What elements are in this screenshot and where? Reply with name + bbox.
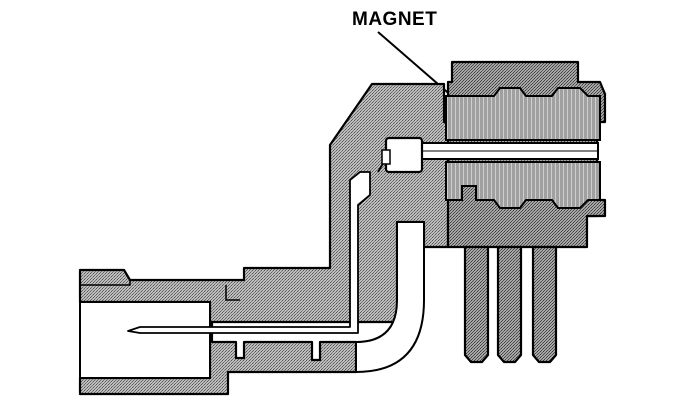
- magnet: [445, 87, 601, 141]
- mounting-leg-middle: [496, 245, 523, 364]
- connector-opening: [79, 301, 211, 379]
- magnet-lower: [445, 161, 601, 209]
- connector-rim: [80, 301, 211, 379]
- mounting-leg-right: [531, 245, 558, 364]
- magnet-label: MAGNET: [352, 9, 437, 30]
- terminal-pin: [127, 171, 371, 334]
- hall-sensor-element: [384, 136, 424, 174]
- connector-latch: [80, 269, 131, 281]
- housing-lower-wall: [355, 221, 425, 374]
- housing-shadow: [80, 280, 240, 301]
- mounting-leg-left: [463, 245, 490, 364]
